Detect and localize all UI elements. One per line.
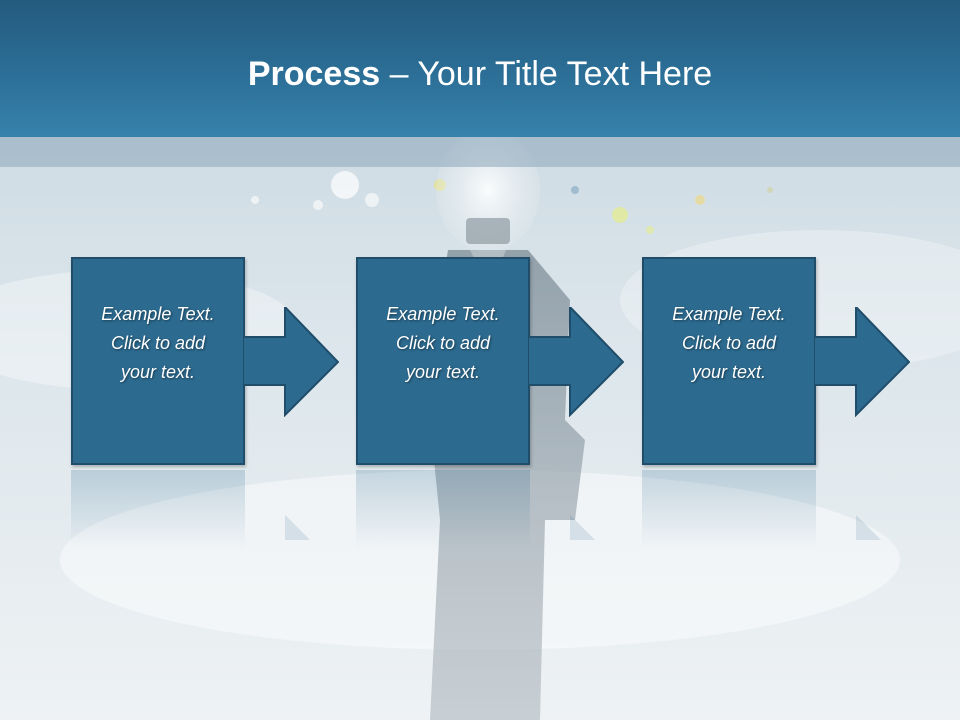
title-sub-band bbox=[0, 137, 960, 167]
step-3-reflection bbox=[642, 470, 816, 550]
step-3-line-2: Click to add bbox=[681, 332, 777, 353]
step-3-text[interactable]: Example Text. Click to add your text. bbox=[654, 300, 804, 387]
title-bar bbox=[0, 0, 960, 137]
arrow-right-icon bbox=[814, 307, 910, 417]
step-2-text[interactable]: Example Text. Click to add your text. bbox=[368, 300, 518, 387]
step-1-line-1: Example Text. bbox=[101, 303, 215, 324]
step-1-reflection bbox=[71, 470, 245, 550]
step-2-line-3: your text. bbox=[405, 361, 481, 382]
step-2-line-2: Click to add bbox=[395, 332, 491, 353]
arrow-reflection-icon bbox=[856, 515, 881, 540]
arrow-reflection-icon bbox=[570, 515, 595, 540]
step-1-text[interactable]: Example Text. Click to add your text. bbox=[83, 300, 233, 387]
process-step-2[interactable]: Example Text. Click to add your text. bbox=[356, 257, 530, 465]
step-1-line-3: your text. bbox=[120, 361, 196, 382]
arrow-reflection-icon bbox=[285, 515, 310, 540]
slide-title[interactable]: Process – Your Title Text Here bbox=[0, 52, 960, 96]
step-3-line-1: Example Text. bbox=[672, 303, 786, 324]
step-3-line-3: your text. bbox=[691, 361, 767, 382]
process-step-3[interactable]: Example Text. Click to add your text. bbox=[642, 257, 816, 465]
title-bold: Process bbox=[247, 55, 381, 93]
step-2-reflection bbox=[356, 470, 530, 550]
step-2-line-1: Example Text. bbox=[386, 303, 500, 324]
title-rest: – Your Title Text Here bbox=[380, 55, 713, 93]
step-1-line-2: Click to add bbox=[110, 332, 206, 353]
arrow-right-icon bbox=[528, 307, 624, 417]
arrow-right-icon bbox=[243, 307, 339, 417]
process-step-1[interactable]: Example Text. Click to add your text. bbox=[71, 257, 245, 465]
